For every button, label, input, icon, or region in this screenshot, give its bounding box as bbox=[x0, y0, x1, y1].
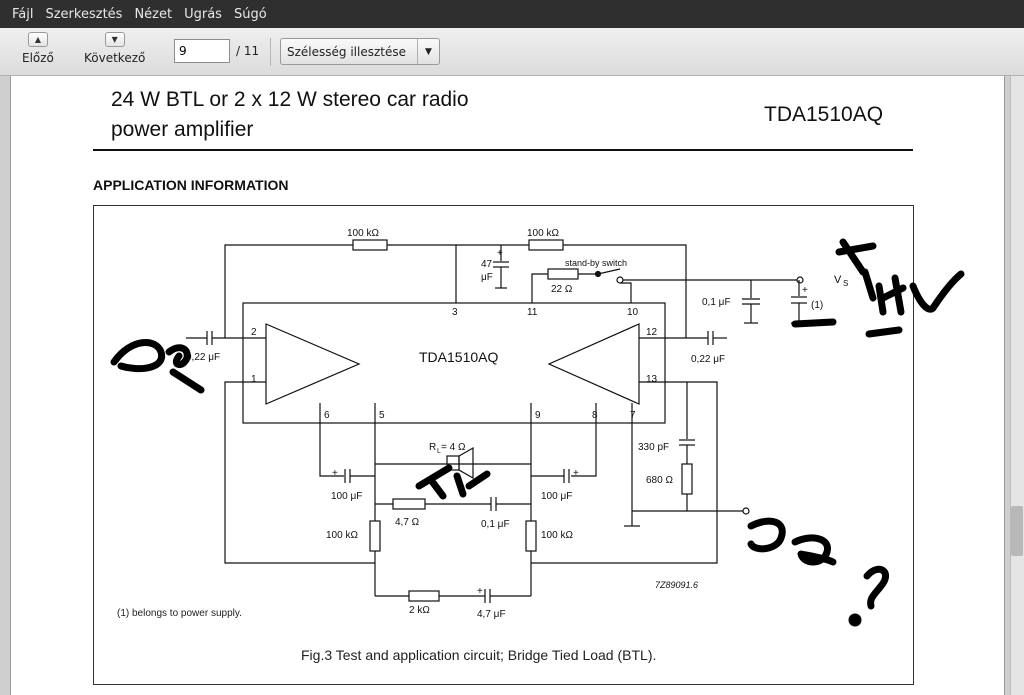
menu-file[interactable]: Fájl bbox=[12, 6, 34, 22]
pin-11: 11 bbox=[527, 307, 538, 318]
label-plus-c47: + bbox=[497, 248, 503, 259]
label-c022-right: 0,22 μF bbox=[691, 354, 725, 365]
next-page-label: Következő bbox=[84, 51, 146, 65]
document-viewport[interactable]: 24 W BTL or 2 x 12 W stereo car radio po… bbox=[0, 76, 1024, 695]
pin-1: 1 bbox=[251, 374, 257, 385]
label-c100-right: 100 μF bbox=[541, 491, 572, 502]
drawing-number: 7Z89091.6 bbox=[655, 580, 698, 590]
pin-10: 10 bbox=[627, 307, 639, 318]
figure-footnote: (1) belongs to power supply. bbox=[117, 608, 242, 619]
label-r-top-right: 100 kΩ bbox=[527, 228, 559, 239]
chevron-down-icon[interactable]: ▼ bbox=[417, 39, 439, 64]
handwriting-annotations bbox=[110, 238, 965, 627]
figure-caption: Fig.3 Test and application circuit; Brid… bbox=[301, 647, 657, 663]
label-standby-switch: stand-by switch bbox=[565, 258, 627, 268]
figure-frame bbox=[93, 205, 914, 685]
section-heading: APPLICATION INFORMATION bbox=[93, 177, 289, 193]
label-r-top-left: 100 kΩ bbox=[347, 228, 379, 239]
pin-8: 8 bbox=[592, 410, 598, 421]
vertical-scrollbar[interactable] bbox=[1010, 76, 1024, 695]
document-page: 24 W BTL or 2 x 12 W stereo car radio po… bbox=[10, 76, 1005, 695]
label-r680: 680 Ω bbox=[646, 475, 673, 486]
label-c47-a: 47 bbox=[481, 259, 493, 270]
label-r47: 4,7 Ω bbox=[395, 517, 420, 528]
label-c330: 330 pF bbox=[638, 442, 669, 453]
label-plus-c100-left: + bbox=[332, 468, 338, 479]
previous-page-label: Előző bbox=[22, 51, 54, 65]
document-title-line-1: 24 W BTL or 2 x 12 W stereo car radio bbox=[111, 88, 469, 111]
page-number-input[interactable] bbox=[174, 39, 230, 63]
pin-12: 12 bbox=[646, 327, 658, 338]
pin-3: 3 bbox=[452, 307, 458, 318]
pin-13: 13 bbox=[646, 374, 658, 385]
pin-2: 2 bbox=[251, 327, 257, 338]
label-r22: 22 Ω bbox=[551, 284, 573, 295]
arrow-down-icon: ▼ bbox=[104, 32, 125, 47]
header-rule bbox=[93, 149, 913, 151]
label-c47-b: μF bbox=[481, 272, 493, 283]
label-plus-note: + bbox=[802, 285, 808, 296]
menu-edit[interactable]: Szerkesztés bbox=[45, 6, 123, 22]
label-rl-val: = 4 Ω bbox=[441, 442, 466, 453]
menu-view[interactable]: Nézet bbox=[134, 6, 173, 22]
pin-5: 5 bbox=[379, 410, 385, 421]
pin-6: 6 bbox=[324, 410, 330, 421]
label-vs: V bbox=[834, 274, 842, 286]
previous-page-button[interactable]: ▲ Előző bbox=[22, 32, 54, 65]
label-plus-c47-bottom: + bbox=[477, 586, 483, 597]
menu-go[interactable]: Ugrás bbox=[184, 6, 222, 22]
scrollbar-thumb[interactable] bbox=[1011, 506, 1023, 556]
document-title-line-2: power amplifier bbox=[111, 118, 254, 141]
label-r2k: 2 kΩ bbox=[409, 605, 430, 616]
menu-help[interactable]: Súgó bbox=[233, 6, 267, 22]
toolbar: ▲ Előző ▼ Következő / 11 Szélesség illes… bbox=[0, 28, 1024, 76]
label-vs-sub: S bbox=[843, 279, 848, 288]
label-r100-right: 100 kΩ bbox=[541, 530, 573, 541]
zoom-select[interactable]: Szélesség illesztése ▼ bbox=[280, 38, 440, 65]
label-plus-c100-right: + bbox=[573, 468, 579, 479]
zoom-value: Szélesség illesztése bbox=[287, 44, 406, 59]
page-total: / 11 bbox=[236, 44, 260, 58]
label-rl-sub: L bbox=[437, 448, 441, 455]
pin-7: 7 bbox=[630, 410, 636, 421]
pin-9: 9 bbox=[535, 410, 541, 421]
next-page-button[interactable]: ▼ Következő bbox=[84, 32, 145, 65]
label-note-1: (1) bbox=[811, 300, 823, 311]
label-c01-top: 0,1 μF bbox=[702, 297, 731, 308]
label-c022-left: 0,22 μF bbox=[186, 352, 220, 363]
label-c01-mid: 0,1 μF bbox=[481, 519, 510, 530]
label-r100-left: 100 kΩ bbox=[326, 530, 358, 541]
toolbar-separator bbox=[270, 38, 271, 66]
circuit-schematic: 100 kΩ 100 kΩ 47 μF + stand-by switch 22… bbox=[110, 228, 965, 627]
chip-label: TDA1510AQ bbox=[419, 349, 498, 365]
menu-bar: Fájl Szerkesztés Nézet Ugrás Súgó bbox=[0, 0, 1024, 28]
part-number: TDA1510AQ bbox=[764, 103, 884, 126]
label-rl: R bbox=[429, 442, 436, 453]
label-c100-left: 100 μF bbox=[331, 491, 362, 502]
arrow-up-icon: ▲ bbox=[27, 32, 48, 47]
label-c47-bottom: 4,7 μF bbox=[477, 609, 506, 620]
